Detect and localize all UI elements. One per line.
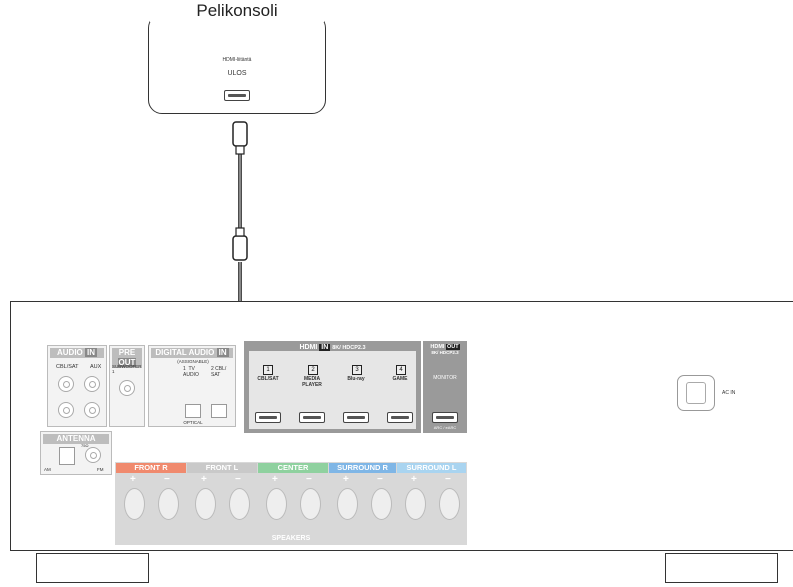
plus-icon: + [272, 474, 278, 485]
speaker-group-header: FRONT L [187, 463, 257, 473]
rca-jack[interactable] [84, 376, 100, 392]
speaker-badge: R [382, 463, 388, 472]
hdmi-input-number: 4 [396, 365, 406, 375]
pre-out-label: SUBWOOFER 1 [112, 364, 142, 374]
fm-label: FM [97, 467, 104, 472]
optical-port-2[interactable] [211, 404, 227, 418]
speaker-binding-post[interactable] [266, 488, 287, 520]
minus-icon: − [164, 474, 170, 485]
plus-icon: + [411, 474, 417, 485]
audio-in-badge: IN [85, 348, 97, 357]
speaker-binding-post[interactable] [195, 488, 216, 520]
speaker-label: SURROUND [406, 463, 450, 472]
hdmi-input-number: 3 [352, 365, 362, 375]
console-title: Pelikonsoli [150, 0, 324, 22]
speaker-binding-post[interactable] [337, 488, 358, 520]
ac-inlet[interactable] [677, 375, 715, 411]
audio-in-col1: CBL/SAT [56, 364, 79, 370]
digital-audio-group: DIGITAL AUDIO IN (ASSIGNABLE) 1 TV AUDIO… [148, 345, 236, 427]
hdmi-out-header: HDMI [430, 344, 445, 350]
hdmi-in-port-3[interactable] [343, 412, 369, 423]
speaker-group-header: SURROUND L [397, 463, 466, 473]
hdmi-in-header-row: HDMI IN 8K/ HDCP2.3 [244, 344, 421, 351]
speaker-binding-post[interactable] [300, 488, 321, 520]
speaker-binding-post[interactable] [124, 488, 145, 520]
plus-icon: + [343, 474, 349, 485]
digital-audio-header: DIGITAL AUDIO [155, 348, 215, 357]
speaker-label: SURROUND [337, 463, 381, 472]
speaker-badge: R [162, 463, 168, 472]
rca-jack[interactable] [84, 402, 100, 418]
plus-icon: + [201, 474, 207, 485]
speakers-label: SPEAKERS [271, 535, 311, 542]
fm-jack[interactable] [85, 447, 101, 463]
pre-out-group: PRE OUT SUBWOOFER 1 [109, 345, 145, 427]
minus-icon: − [306, 474, 312, 485]
speaker-label: FRONT [205, 463, 232, 472]
hdmi-in-port-1[interactable] [255, 412, 281, 423]
speaker-binding-post[interactable] [405, 488, 426, 520]
hdmi-in-badge: IN [319, 344, 331, 351]
minus-icon: − [377, 474, 383, 485]
ohm-label: 75Ω [81, 443, 89, 448]
hdmi-in-spec: 8K/ HDCP2.3 [332, 345, 366, 351]
hdmi-out-badge: OUT [445, 344, 460, 350]
pre-out-header: PRE [118, 348, 136, 357]
minus-icon: − [235, 474, 241, 485]
pre-out-badge: OUT [117, 358, 137, 367]
hdmi-input-label: CBL/SAT [257, 376, 279, 382]
receiver-foot-right [665, 553, 778, 583]
receiver-foot-left [36, 553, 149, 583]
audio-in-group: AUDIO IN CBL/SAT AUX [47, 345, 107, 427]
audio-in-col2: AUX [90, 364, 102, 370]
antenna-group: ANTENNA AM FM 75Ω [40, 431, 112, 475]
digital-audio-sub: (ASSIGNABLE) [177, 359, 209, 364]
speaker-badge: L [451, 463, 457, 472]
hdmi-in-header: HDMI [299, 344, 318, 351]
am-label: AM [44, 467, 51, 472]
speaker-binding-post[interactable] [158, 488, 179, 520]
hdmi-input-number: 1 [263, 365, 273, 375]
arc-label: ARC / eARC [433, 425, 457, 430]
console-connector-caption: HDMI-liitäntä [222, 57, 252, 63]
hdmi-input-label: MEDIA PLAYER [302, 376, 322, 388]
optical-label: OPTICAL [183, 420, 203, 425]
speaker-label: CENTER [277, 463, 309, 472]
hdmi-in-port-4-game[interactable] [387, 412, 413, 423]
am-terminal[interactable] [59, 447, 75, 465]
audio-in-header: AUDIO [56, 348, 83, 357]
hdmi-out-panel: HDMI OUT 8K/ HDCP2.3 MONITOR ARC / eARC [423, 341, 467, 433]
hdmi-input-number: 2 [308, 365, 318, 375]
plus-icon: + [130, 474, 136, 485]
ac-in-label: AC IN [722, 390, 736, 396]
hdmi-input-label: GAME [392, 376, 408, 382]
speaker-binding-post[interactable] [229, 488, 250, 520]
hdmi-input-label: Blu-ray [347, 376, 365, 382]
rca-jack[interactable] [58, 402, 74, 418]
speaker-group-header: FRONT R [116, 463, 186, 473]
digital-audio-badge: IN [216, 348, 229, 357]
speaker-binding-post[interactable] [371, 488, 392, 520]
subwoofer-jack[interactable] [119, 380, 135, 396]
optical-port-1[interactable] [185, 404, 201, 418]
speaker-badge: L [233, 463, 239, 472]
hdmi-in-port-2[interactable] [299, 412, 325, 423]
digital-audio-ch1: 1 TV AUDIO [183, 366, 199, 378]
minus-icon: − [445, 474, 451, 485]
monitor-label: MONITOR [433, 375, 457, 381]
speaker-group-header: CENTER [258, 463, 328, 473]
speaker-binding-post[interactable] [439, 488, 460, 520]
speaker-label: FRONT [134, 463, 161, 472]
console-hdmi-out-port [224, 90, 250, 101]
rca-jack[interactable] [58, 376, 74, 392]
console-port-label: ULOS [227, 70, 247, 77]
digital-audio-ch2: 2 CBL/ SAT [211, 366, 227, 378]
hdmi-out-spec: 8K/ HDCP2.3 [431, 350, 459, 355]
hdmi-out-port[interactable] [432, 412, 458, 423]
speaker-group-header: SURROUND R [329, 463, 396, 473]
antenna-header: ANTENNA [43, 434, 109, 444]
